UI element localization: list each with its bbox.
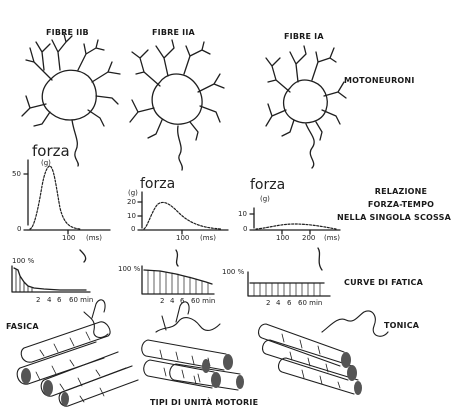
fatigue-graph-iia-xtick-4: 4 [170, 297, 175, 305]
force-graph-ia-ytick-0: 0 [243, 225, 248, 233]
muscle-fibres-phasic [16, 299, 139, 407]
fatigue-graph-ia [247, 271, 331, 297]
fibre-ends-phasic [21, 368, 69, 406]
fatigue-graph-iia [141, 265, 215, 295]
fatigue-graph-iib-ylabel: 100 % [12, 257, 35, 265]
force-graph-ia-xunit: (ms) [324, 234, 340, 242]
motoneuron-iib [21, 33, 121, 167]
label-force-time-1: RELAZIONE [374, 187, 428, 196]
fibre-ends-tonic [341, 352, 362, 395]
connector-iia [175, 249, 179, 267]
caption: TIPI DI UNITÀ MOTORIE [150, 398, 259, 407]
label-tonic: TONICA [384, 321, 420, 330]
label-force-time-3: NELLA SINGOLA SCOSSA [337, 213, 451, 222]
fatigue-graph-iia-xtick-60: 60 min [191, 297, 216, 305]
force-graph-ia-ytick-10: 10 [238, 210, 247, 218]
muscle-fibres-intermediate [141, 301, 241, 391]
force-graph-iia [137, 191, 229, 235]
force-graph-iib-unit: (g) [41, 159, 51, 167]
fatigue-graph-iia-ylabel: 100 % [118, 265, 141, 273]
motoneuron-ia [265, 45, 347, 169]
fatigue-graph-ia-xtick-2: 2 [266, 299, 271, 307]
fatigue-graph-ia-ylabel: 100 % [222, 268, 245, 276]
fatigue-graph-iib-xtick-2: 2 [36, 296, 41, 304]
force-graph-iib-ytick-50: 50 [12, 170, 21, 178]
force-graph-ia-unit: (g) [260, 195, 270, 203]
force-graph-iib-xtick-100: 100 [62, 234, 76, 242]
fatigue-graph-iia-xtick-2: 2 [160, 297, 165, 305]
force-graph-iia-xunit: (ms) [200, 234, 216, 242]
label-phasic: FASICA [6, 322, 39, 331]
fiber-label-iib: FIBRE IIB [46, 28, 89, 37]
force-graph-iia-title: forza [140, 176, 176, 192]
force-graph-iia-ytick-20: 20 [127, 198, 136, 206]
fatigue-graph-iib-xtick-6: 6 [57, 296, 62, 304]
connector-iib [79, 249, 87, 263]
label-fatigue: CURVE DI FATICA [344, 278, 423, 287]
fatigue-graph-iia-xtick-6: 6 [180, 297, 185, 305]
fatigue-graph-iib-xtick-60: 60 min [69, 296, 94, 304]
force-graph-iib [23, 159, 111, 235]
fatigue-graph-ia-xtick-6: 6 [287, 299, 292, 307]
fatigue-graph-ia-xtick-60: 60 min [298, 299, 323, 307]
fibre-ends-intermediate [202, 354, 244, 389]
force-graph-iia-unit: (g) [128, 189, 138, 197]
connector-ia [317, 247, 323, 271]
force-graph-iib-xunit: (ms) [86, 234, 102, 242]
force-graph-iia-ytick-0: 0 [131, 225, 136, 233]
force-graph-iib-ytick-0: 0 [17, 225, 22, 233]
muscle-fibres-tonic [257, 310, 389, 395]
force-graph-ia-title: forza [250, 177, 286, 193]
fatigue-graph-iib [11, 265, 91, 293]
fiber-label-iia: FIBRE IIA [152, 28, 195, 37]
force-graph-ia-xtick-200: 200 [302, 234, 316, 242]
force-graph-iib-title: forza [32, 142, 70, 160]
fatigue-graph-ia-xtick-4: 4 [276, 299, 281, 307]
motoneuron-iia [129, 39, 225, 171]
force-graph-ia [249, 207, 341, 235]
fiber-label-ia: FIBRE IA [284, 32, 324, 41]
force-graph-iia-xtick-100: 100 [176, 234, 190, 242]
label-motoneurons: MOTONEURONI [344, 76, 415, 85]
label-force-time-2: FORZA-TEMPO [367, 200, 435, 209]
fatigue-graph-iib-xtick-4: 4 [47, 296, 52, 304]
force-graph-ia-xtick-100: 100 [276, 234, 290, 242]
force-graph-iia-ytick-10: 10 [127, 212, 136, 220]
